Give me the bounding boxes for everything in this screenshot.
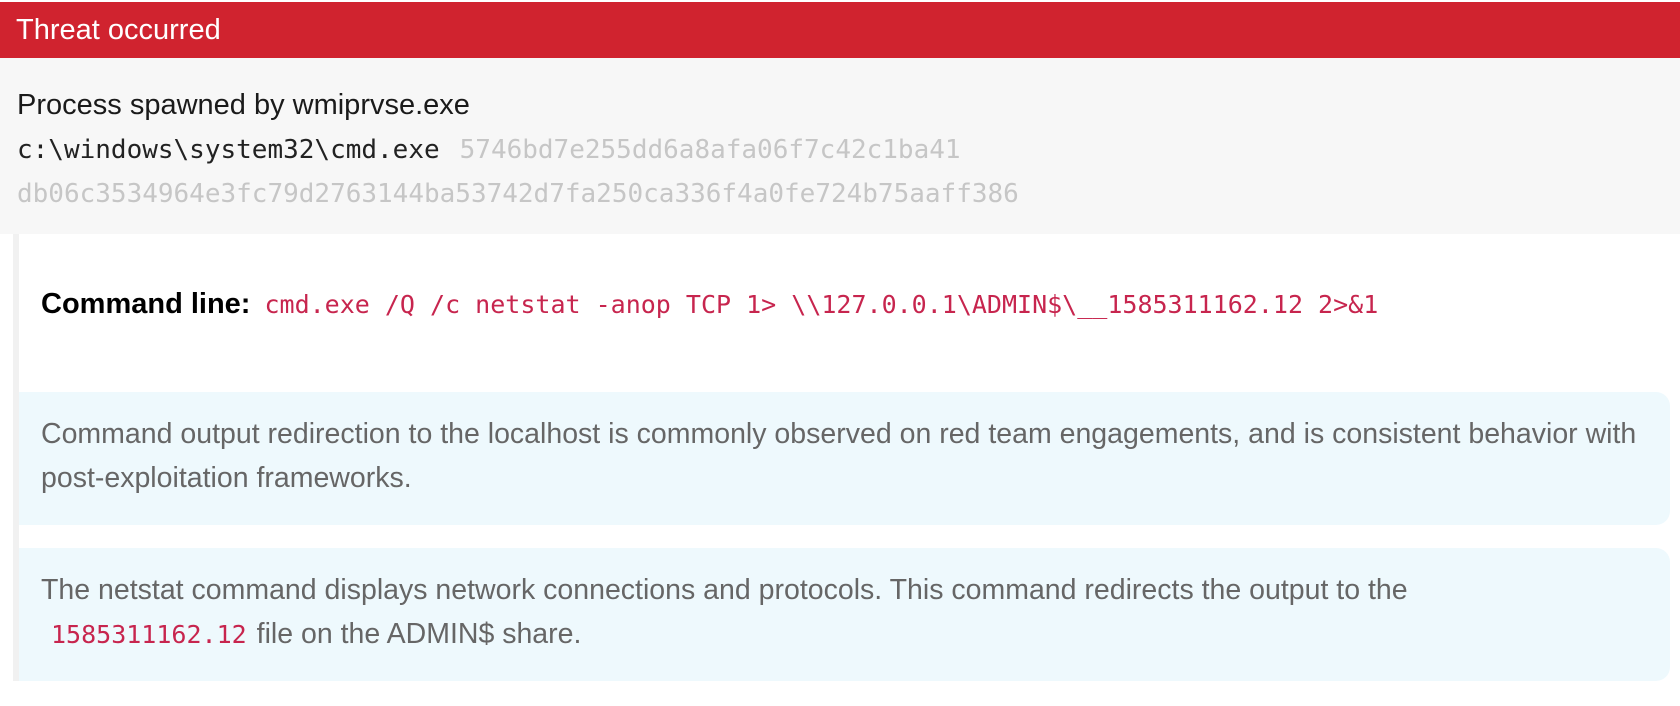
explanation-callout-2: The netstat command displays network con… [19,548,1670,681]
process-path: c:\windows\system32\cmd.exe [17,135,440,165]
threat-title: Threat occurred [16,14,221,46]
process-sha256-hash: db06c3534964e3fc79d2763144ba53742d7fa250… [17,179,1019,209]
command-line-value: cmd.exe /Q /c netstat -anop TCP 1> \\127… [264,290,1379,319]
inline-code-filename: 1585311162.12 [51,620,247,649]
explanation-text: Command output redirection to the localh… [41,418,1637,494]
process-title: Process spawned by wmiprvse.exe [17,89,470,121]
command-line: Command line: cmd.exe /Q /c netstat -anop… [41,282,1378,331]
threat-header: Threat occurred [0,2,1680,58]
process-md5-hash: 5746bd7e255dd6a8afa06f7c42c1ba41 [459,135,961,165]
explanation-text-after: file on the ADMIN$ share. [256,618,582,650]
process-path-line: c:\windows\system32\cmd.exe 5746bd7e255dd… [17,130,961,170]
detail-left-border [13,234,19,681]
process-summary: Process spawned by wmiprvse.exe c:\windo… [0,58,1680,234]
command-line-label: Command line: [41,288,251,320]
explanation-text-before: The netstat command displays network con… [41,574,1408,606]
explanation-callout-1: Command output redirection to the localh… [19,392,1670,525]
threat-detail: Command line: cmd.exe /Q /c netstat -anop… [13,234,1680,681]
